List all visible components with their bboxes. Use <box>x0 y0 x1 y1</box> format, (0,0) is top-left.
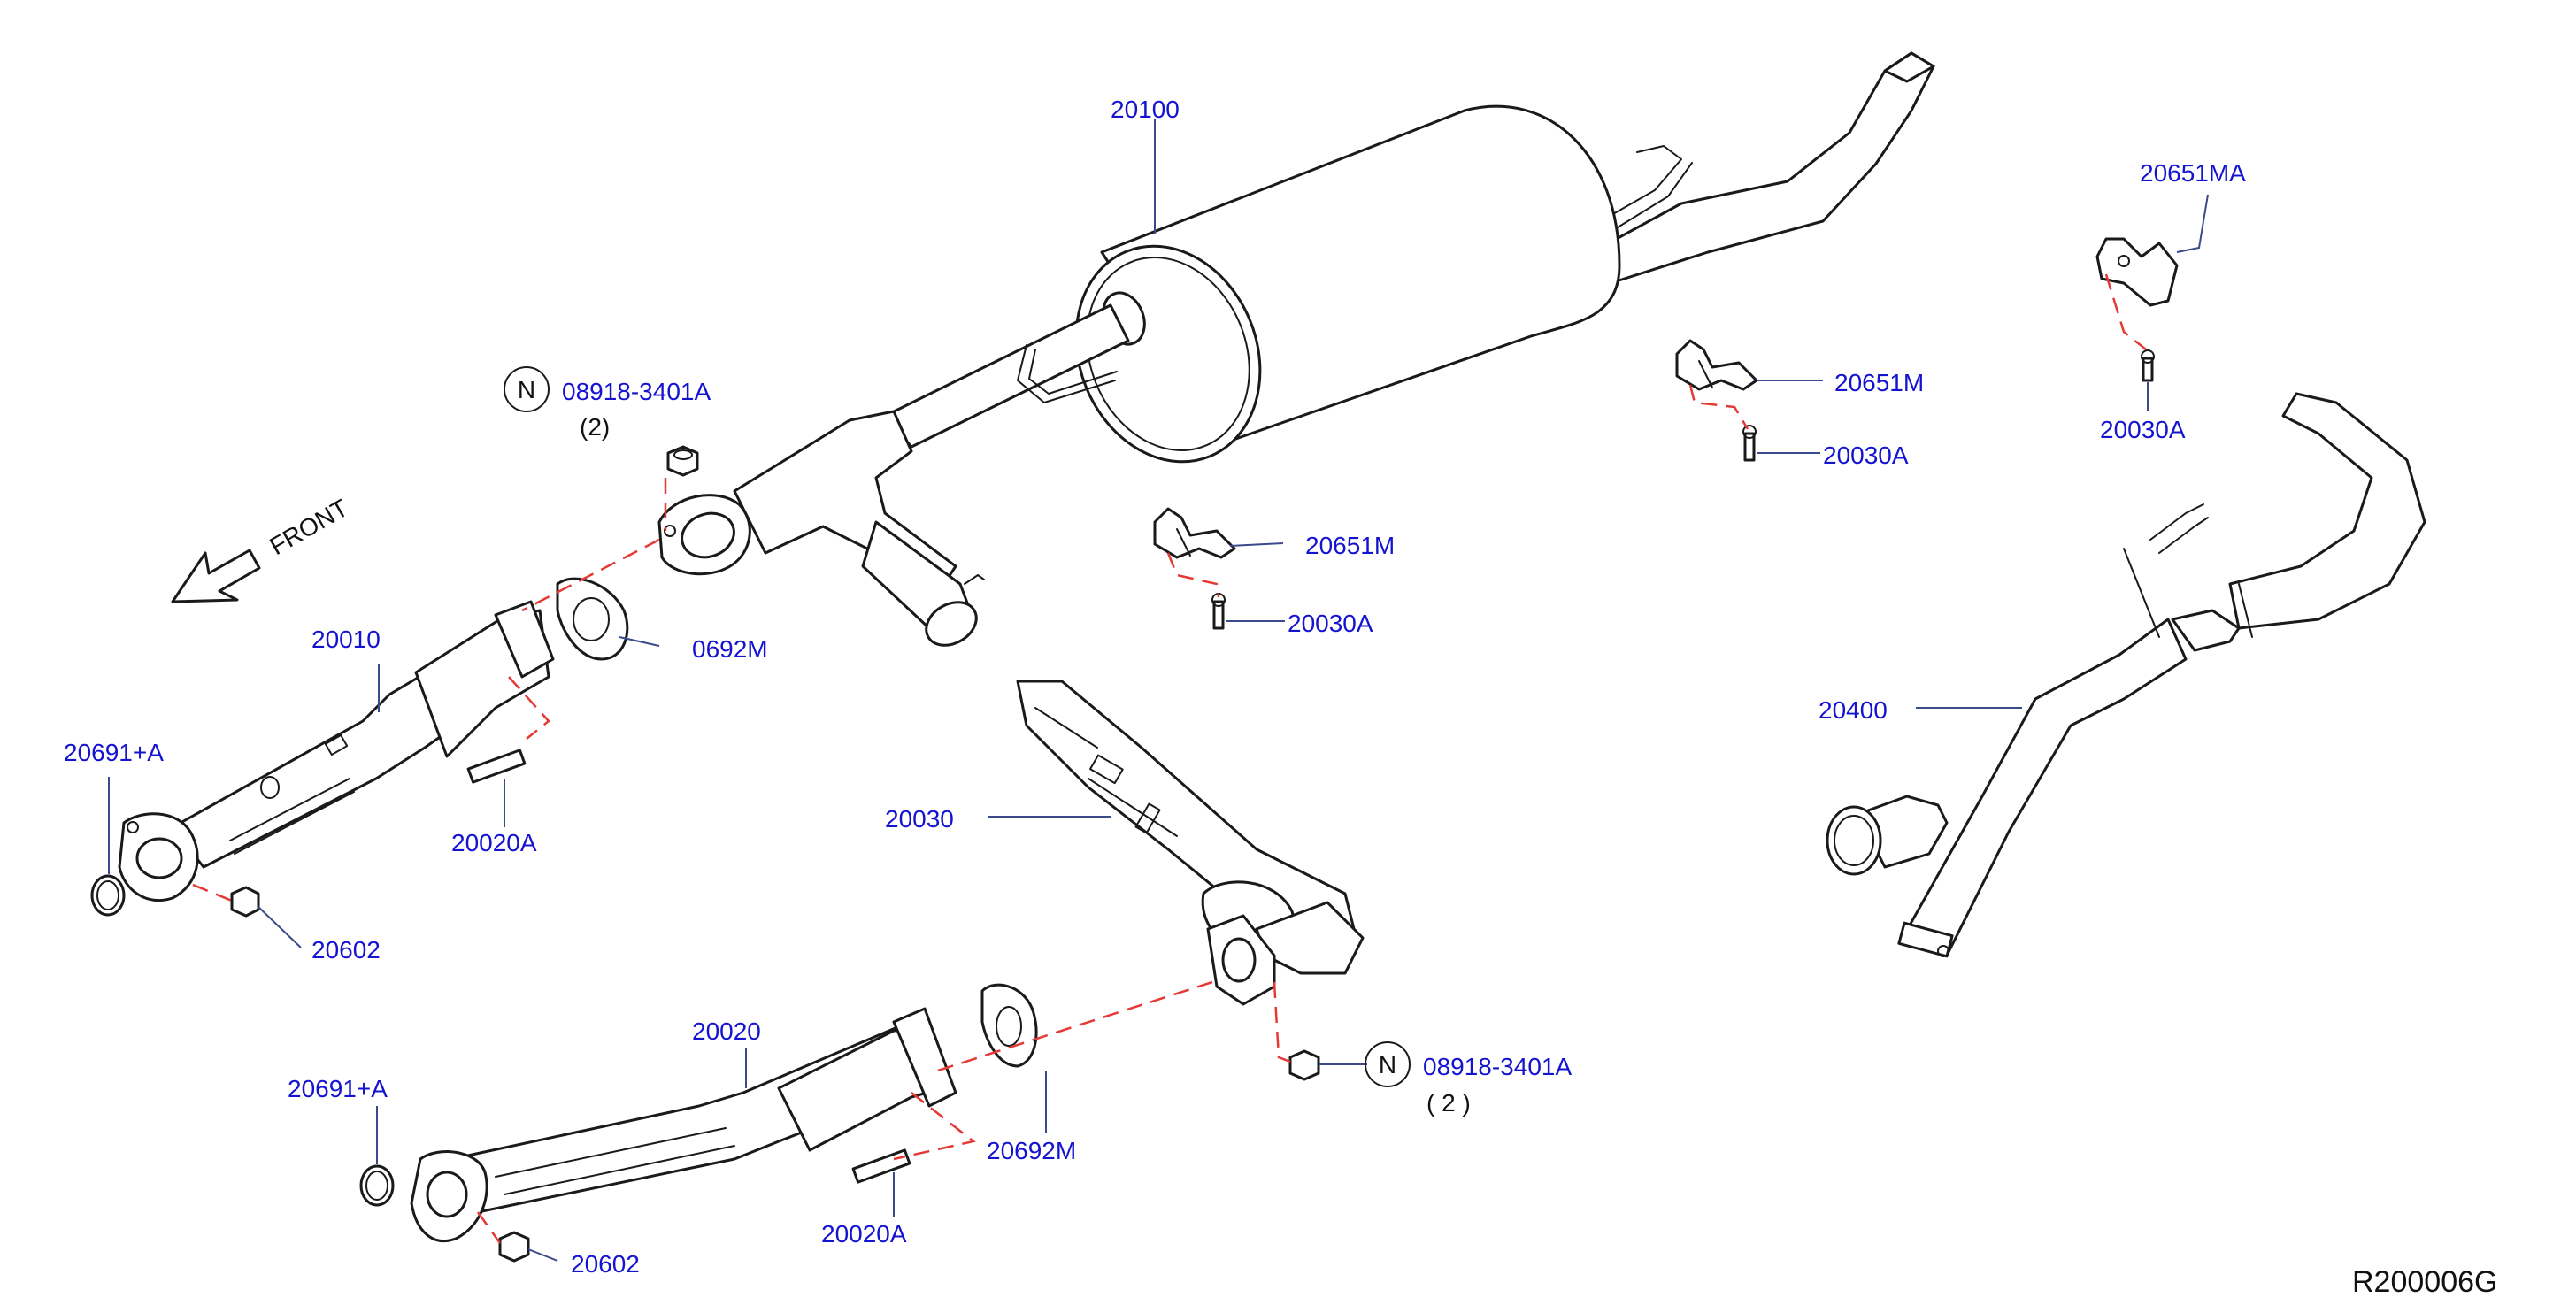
label-08918-top: 08918-3401A <box>562 378 711 405</box>
muffler-assembly <box>657 51 1935 647</box>
label-20602-bottom: 20602 <box>571 1250 640 1278</box>
gasket-top <box>556 577 629 661</box>
seal-ring-top <box>90 874 126 917</box>
front-arrow: FRONT <box>171 494 353 603</box>
label-20651MA: 20651MA <box>2140 159 2246 187</box>
part-labels: 20100 08918-3401A (2) 20010 0692M 20691+… <box>64 96 2246 1278</box>
assembly-lines <box>192 273 2147 1244</box>
leader-lines <box>108 119 2209 1262</box>
bolt-20030A-far <box>2141 349 2155 382</box>
bracket-20651M-right <box>1675 339 1758 391</box>
bracket-20651MA <box>2095 237 2179 307</box>
stud-bottom <box>851 1148 911 1184</box>
label-20602-top: 20602 <box>311 936 381 964</box>
label-20651M-right: 20651M <box>1834 369 1924 396</box>
label-20030: 20030 <box>885 805 954 833</box>
label-20010: 20010 <box>311 626 381 653</box>
nut-bottom <box>1288 1049 1320 1081</box>
notice-symbol-bottom: N <box>1365 1041 1411 1087</box>
label-08918-bottom: 08918-3401A <box>1423 1053 1572 1080</box>
label-20020A-bottom: 20020A <box>821 1220 907 1248</box>
bracket-20651M-mid <box>1153 507 1236 559</box>
front-tube-20010 <box>118 600 555 902</box>
label-20400: 20400 <box>1819 696 1888 724</box>
label-20030A-mid: 20030A <box>1288 610 1373 637</box>
label-qty-top: (2) <box>580 413 610 441</box>
label-20100: 20100 <box>1111 96 1180 123</box>
stud-top <box>466 749 527 784</box>
diagram-code: R200006G <box>2352 1265 2497 1299</box>
notice-letter-top: N <box>518 376 535 403</box>
center-tube-20030 <box>1016 680 1365 1006</box>
nut-20602-top <box>230 886 260 918</box>
label-20691A-bottom: 20691+A <box>288 1075 388 1102</box>
notice-letter-bottom: N <box>1379 1051 1396 1079</box>
gasket-bottom <box>980 983 1038 1068</box>
label-20030A-far: 20030A <box>2100 416 2186 443</box>
label-0692M: 0692M <box>692 635 768 663</box>
notice-symbol-top: N <box>504 366 550 412</box>
label-20651M-mid: 20651M <box>1305 532 1395 559</box>
label-20692M: 20692M <box>987 1137 1076 1164</box>
label-20030A-right: 20030A <box>1823 442 1909 469</box>
rear-tube-20400 <box>1826 392 2426 958</box>
front-label: FRONT <box>265 494 353 560</box>
label-20020A-top: 20020A <box>451 829 537 856</box>
bolt-20030A-mid <box>1211 593 1226 630</box>
label-qty-bottom: ( 2 ) <box>1426 1089 1471 1117</box>
bolt-20030A-right <box>1742 425 1757 462</box>
label-20691A-top: 20691+A <box>64 739 164 766</box>
nut-top <box>666 445 699 477</box>
seal-ring-bottom <box>359 1164 395 1207</box>
nut-20602-bottom <box>498 1231 530 1263</box>
label-20020: 20020 <box>692 1017 761 1045</box>
front-tube-20020 <box>410 1007 957 1243</box>
